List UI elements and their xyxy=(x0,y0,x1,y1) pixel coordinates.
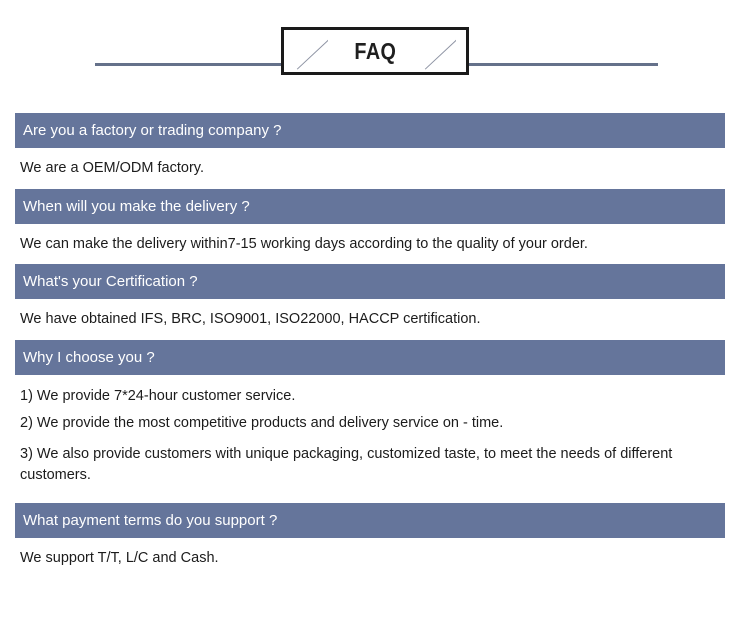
page-title: FAQ xyxy=(354,37,396,64)
faq-answer-line: We are a OEM/ODM factory. xyxy=(20,160,204,176)
header-rule-left xyxy=(95,63,285,66)
faq-answer-line: 3) We also provide customers with unique… xyxy=(20,445,673,484)
header-rule-right xyxy=(458,63,658,66)
faq-item: When will you make the delivery ? We can… xyxy=(15,188,725,265)
faq-answer-line: We support T/T, L/C and Cash. xyxy=(20,550,219,566)
faq-question-text: Are you a factory or trading company ? xyxy=(23,122,282,139)
faq-title-badge: FAQ xyxy=(281,27,469,75)
faq-question-bar[interactable]: What's your Certification ? xyxy=(15,264,725,299)
faq-answer: We are a OEM/ODM factory. xyxy=(15,148,725,189)
faq-item: What payment terms do you support ? We s… xyxy=(15,503,725,579)
faq-question-text: Why I choose you ? xyxy=(23,348,155,366)
faq-question-bar[interactable]: Why I choose you ? xyxy=(15,339,725,375)
faq-question-bar[interactable]: When will you make the delivery ? xyxy=(15,188,725,224)
faq-question-bar[interactable]: Are you a factory or trading company ? xyxy=(15,113,725,148)
faq-answer-line: 2) We provide the most competitive produ… xyxy=(20,415,504,431)
faq-answer-line: 1) We provide 7*24-hour customer service… xyxy=(20,387,296,404)
faq-list: Are you a factory or trading company ? W… xyxy=(15,113,725,579)
diagonal-slash-left-icon xyxy=(294,37,328,71)
faq-answer: We have obtained IFS, BRC, ISO9001, ISO2… xyxy=(15,299,725,340)
faq-question-text: What's your Certification ? xyxy=(23,273,198,290)
faq-question-text: When will you make the delivery ? xyxy=(23,197,250,215)
faq-answer: 1) We provide 7*24-hour customer service… xyxy=(15,375,725,504)
faq-question-text: What payment terms do you support ? xyxy=(23,512,278,529)
faq-item: Why I choose you ? 1) We provide 7*24-ho… xyxy=(15,339,725,504)
faq-question-bar[interactable]: What payment terms do you support ? xyxy=(15,503,725,538)
faq-answer: We support T/T, L/C and Cash. xyxy=(15,538,725,579)
faq-item: What's your Certification ? We have obta… xyxy=(15,264,725,340)
faq-answer: We can make the delivery within7-15 work… xyxy=(15,224,725,265)
faq-item: Are you a factory or trading company ? W… xyxy=(15,113,725,189)
faq-answer-line: We can make the delivery within7-15 work… xyxy=(20,235,588,252)
faq-answer-line: We have obtained IFS, BRC, ISO9001, ISO2… xyxy=(20,311,481,327)
faq-header: FAQ xyxy=(0,0,750,100)
diagonal-slash-right-icon xyxy=(422,37,456,71)
